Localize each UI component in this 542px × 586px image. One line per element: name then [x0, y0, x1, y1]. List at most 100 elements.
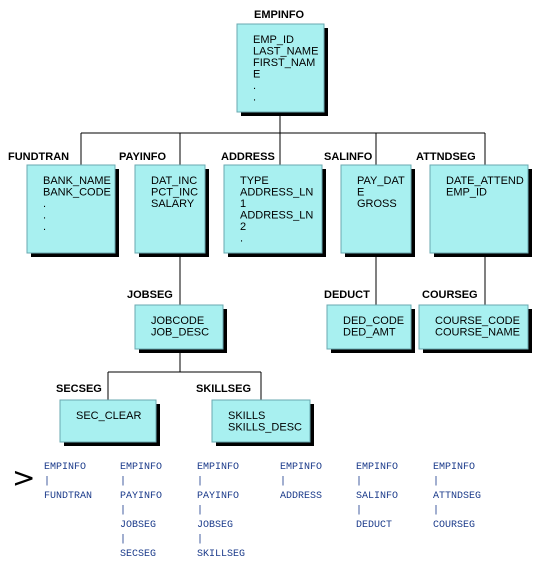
segment-title: DEDUCT [324, 289, 370, 301]
path-segment-name: JOBSEG [120, 520, 156, 531]
path-separator: | [197, 534, 203, 546]
segment-field: . [240, 233, 243, 245]
segment-field: COURSE_CODE [435, 315, 520, 327]
segment-title: EMPINFO [254, 9, 305, 21]
segment-field: ADDRESS_LN [240, 210, 313, 222]
segment-field: JOB_DESC [151, 327, 209, 339]
segment-title: FUNDTRAN [8, 151, 69, 163]
path-separator: | [280, 476, 286, 488]
segment-field: EMP_ID [446, 187, 487, 199]
segment-field: SALARY [151, 198, 195, 210]
segment-field: 1 [240, 198, 246, 210]
segment-title: PAYINFO [119, 151, 167, 163]
segment-field: SEC_CLEAR [76, 410, 141, 422]
segment-path-listing: > EMPINFO | FUNDTRAN EMPINFO | PAYINFO | JOBSEG… [12, 461, 481, 560]
path-segment-name: FUNDTRAN [44, 491, 92, 502]
path-segment-name: EMPINFO [280, 462, 322, 473]
segment-field: . [253, 92, 256, 104]
segment-title: COURSEG [422, 289, 478, 301]
segment-field: . [253, 80, 256, 92]
path-segment-name: EMPINFO [44, 462, 86, 473]
segment-box [236, 23, 325, 113]
segment-box [223, 164, 323, 254]
segment-title: JOBSEG [127, 289, 173, 301]
segment-field: PCT_INC [151, 187, 198, 199]
segment-field: TYPE [240, 175, 269, 187]
segment-box [326, 304, 412, 350]
segment-field: . [43, 210, 46, 222]
segment-field: DATE_ATTEND [446, 175, 524, 187]
segment-field: SKILLS_DESC [228, 422, 302, 434]
segment-field: DAT_INC [151, 175, 197, 187]
segment-field: FIRST_NAM [253, 57, 315, 69]
segment-field: PAY_DAT [357, 175, 405, 187]
path-segment-name: PAYINFO [197, 491, 239, 502]
segment-field: LAST_NAME [253, 46, 318, 58]
path-segment-name: DEDUCT [356, 520, 392, 531]
segment-box [340, 164, 412, 254]
path-segment-name: EMPINFO [433, 462, 475, 473]
segment-field: BANK_CODE [43, 187, 111, 199]
segment-box [429, 164, 529, 254]
segment-title: SECSEG [56, 383, 102, 395]
segment-boxes: EMPINFOEMP_IDLAST_NAMEFIRST_NAME..FUNDTR… [8, 9, 532, 446]
segment-box [211, 399, 311, 443]
segment-field: E [357, 187, 364, 199]
path-separator: | [433, 476, 439, 488]
segment-field: DED_AMT [343, 327, 396, 339]
segment-box [59, 399, 157, 443]
segment-field: COURSE_NAME [435, 327, 520, 339]
path-segment-name: ATTNDSEG [433, 491, 481, 502]
segment-field: DED_CODE [343, 315, 404, 327]
segment-field: JOBCODE [151, 315, 204, 327]
path-separator: | [120, 505, 126, 517]
path-segment-name: EMPINFO [120, 462, 162, 473]
segment-box [134, 304, 224, 350]
path-segment-name: SECSEG [120, 549, 156, 560]
segment-box [26, 164, 116, 254]
path-segment-name: COURSEG [433, 520, 475, 531]
paths-marker: > [12, 461, 35, 494]
path-segment-name: ADDRESS [280, 491, 322, 502]
path-separator: | [356, 476, 362, 488]
segment-secseg: SECSEG SEC_CLEAR [56, 383, 160, 446]
segment-title: SALINFO [324, 151, 373, 163]
path-separator: | [356, 505, 362, 517]
segment-title: ADDRESS [221, 151, 275, 163]
segment-field: E [253, 69, 260, 81]
path-segment-name: EMPINFO [197, 462, 239, 473]
path-separator: | [197, 476, 203, 488]
segment-fundtran: FUNDTRAN BANK_NAMEBANK_CODE... [8, 151, 119, 257]
path-separator: | [120, 476, 126, 488]
segment-title: SKILLSEG [196, 383, 251, 395]
path-separator: | [44, 476, 50, 488]
path-segment-name: PAYINFO [120, 491, 162, 502]
path-segment-name: SKILLSEG [197, 549, 245, 560]
segment-field: EMP_ID [253, 34, 294, 46]
segment-title: ATTNDSEG [416, 151, 476, 163]
segment-field: 2 [240, 221, 246, 233]
segment-field: BANK_NAME [43, 175, 111, 187]
segment-field: . [43, 198, 46, 210]
path-segment-name: SALINFO [356, 491, 398, 502]
segment-box [418, 304, 529, 350]
path-segment-name: JOBSEG [197, 520, 233, 531]
segment-field: ADDRESS_LN [240, 187, 313, 199]
segment-box [134, 164, 206, 254]
segment-field: GROSS [357, 198, 397, 210]
path-separator: | [197, 505, 203, 517]
path-separator: | [120, 534, 126, 546]
segment-field: . [43, 221, 46, 233]
path-separator: | [433, 505, 439, 517]
segment-field: SKILLS [228, 410, 265, 422]
